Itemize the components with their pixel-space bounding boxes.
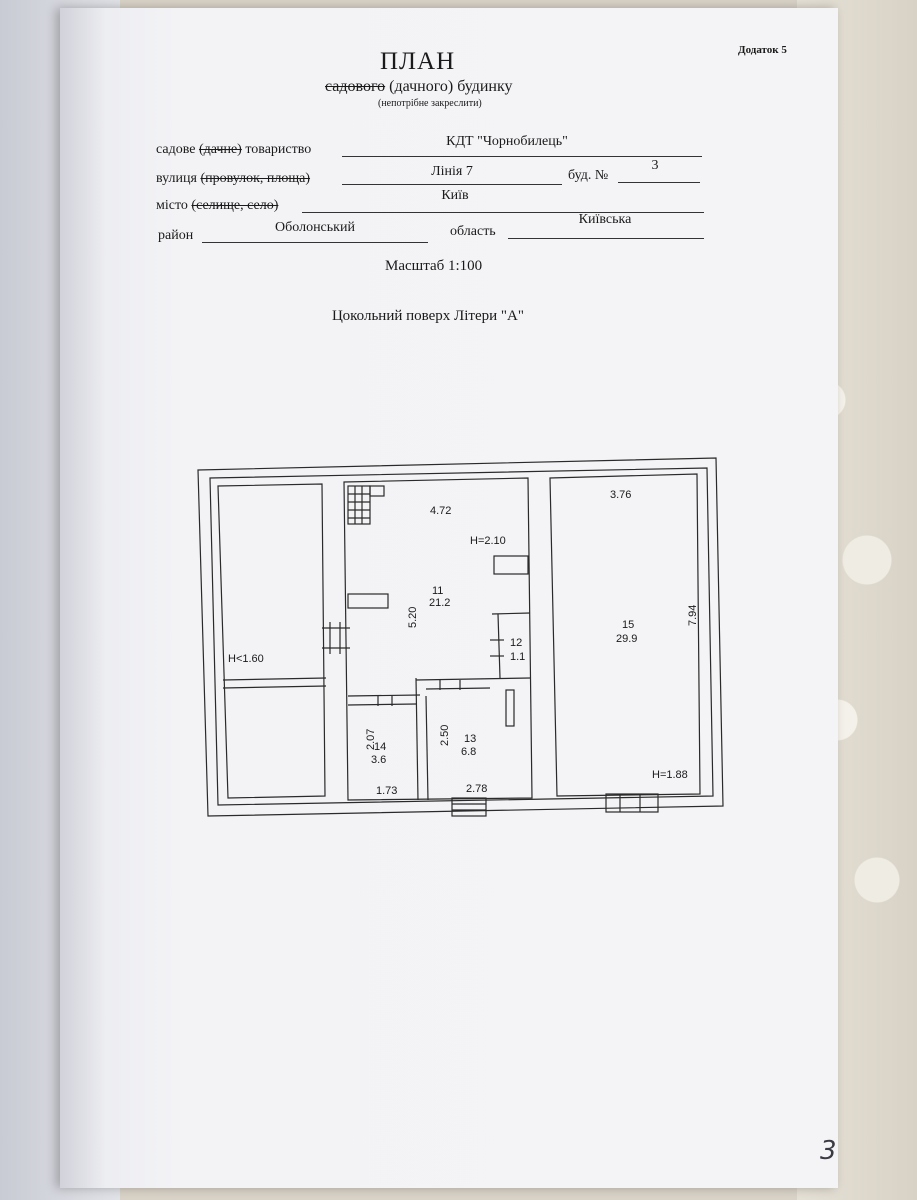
strike-note: (непотрібне закреслити) [378,98,482,109]
scale-label: Масштаб 1:100 [385,258,483,274]
page-subtitle: садового (дачного) будинку [325,78,513,96]
room11-area: 21.2 [429,597,450,609]
society-value: КДТ "Чорнобилець" [446,134,568,149]
right-entrance [605,793,659,813]
central-block [343,477,533,801]
room13-number: 13 [464,733,476,745]
city-label-a: місто [156,198,188,213]
city-label: місто (селище, село) [156,198,278,214]
page-number: 3 [820,1136,837,1166]
stair-block [347,485,371,525]
page-spine-shadow [60,8,106,1188]
city-value: Київ [441,188,469,203]
subtitle-struck: садового [325,78,386,95]
street-label: вулиця (провулок, площа) [156,171,310,187]
document-page: Додаток 5 ПЛАН садового (дачного) будинк… [60,8,838,1188]
column [505,689,515,727]
room13-top-wall [415,677,531,681]
building-value: 3 [651,158,659,173]
room11-dim-side: 5.20 [407,607,419,628]
street-value: Лінія 7 [431,164,473,179]
right-room [549,473,701,797]
room15-dim-side: 7.94 [687,605,699,626]
district-label: район [158,228,194,243]
attachment-label: Додаток 5 [738,44,787,56]
left-height-label: H<1.60 [228,653,264,665]
city-underline [302,212,704,213]
society-label-struck: (дачне) [198,142,242,157]
region-label: область [450,224,496,239]
room13-area: 6.8 [461,746,476,758]
region-underline [508,238,704,239]
street-label-struck: (провулок, площа) [200,171,311,186]
room11-height: H=2.10 [470,535,506,547]
room14-area: 3.6 [371,754,386,766]
left-room [217,483,326,799]
room14-dim-side: 2.07 [365,729,377,750]
subtitle-rest: (дачного) будинку [389,78,513,95]
region-value: Київська [578,212,632,227]
room13-left-wall [425,695,429,801]
district-value: Оболонський [275,220,355,235]
city-label-struck: (селище, село) [191,198,279,213]
room14-room13-wall [415,677,419,801]
room12-left-wall [497,613,501,679]
page-title: ПЛАН [380,48,456,75]
society-label: садове (дачне) товариство [156,142,311,158]
room11-number: 11 [432,585,443,597]
outer-wall-outer [197,457,724,817]
society-label-a: садове [156,142,196,157]
building-underline [618,182,700,183]
room14-top-wall [347,694,421,697]
room15-dim-top: 3.76 [610,489,631,501]
room14-top-wall-2 [347,703,417,706]
room13-dim-bottom: 2.78 [466,783,487,795]
floor-title: Цокольний поверх Літери "А" [332,308,524,324]
left-room-divider [222,677,327,681]
district-underline [202,242,428,243]
room14-number: 14 [374,741,386,753]
room12-top-wall [491,612,531,615]
room13-top-wall-2 [425,687,491,690]
room11-dim-top: 4.72 [430,505,451,517]
left-room-divider-2 [222,685,327,689]
room15-area: 29.9 [616,633,637,645]
room15-number: 15 [622,619,634,631]
room12-area: 1.1 [510,651,525,663]
building-label: буд. № [568,168,609,183]
street-underline [342,184,562,185]
niche-right [493,555,529,575]
street-label-a: вулиця [156,171,197,186]
room14-dim-bottom: 1.73 [376,785,397,797]
niche-left [347,593,389,609]
society-label-b: товариство [245,142,312,157]
room15-height: H=1.88 [652,769,688,781]
outer-wall-inner [209,467,714,806]
room12-number: 12 [510,637,522,649]
floor-plan: H<1.60 4.72 H=2.10 11 21.2 5.20 12 1.1 1… [197,457,724,817]
society-underline [342,156,702,157]
entrance-steps [451,797,487,817]
room13-dim-side: 2.50 [439,725,451,746]
